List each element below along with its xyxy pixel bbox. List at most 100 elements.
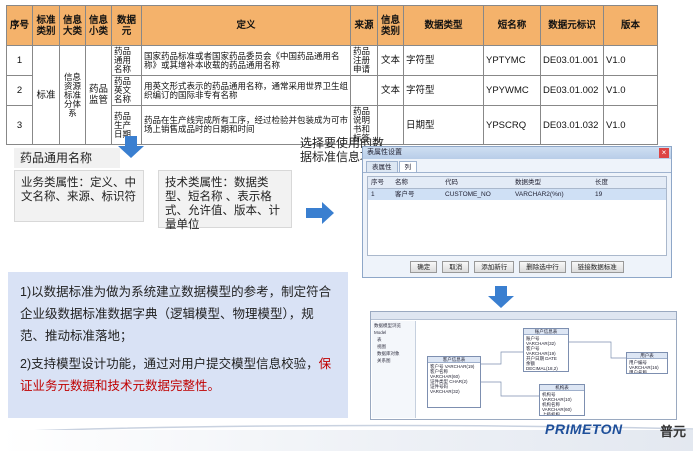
short-name: YPSCRQ: [483, 105, 541, 145]
entity-box[interactable]: 机构表 机构号 VARCHAR(10) 机构名称 VARCHAR(60) 上级机…: [539, 384, 585, 416]
grid-cell: CUSTOME_NO: [445, 191, 491, 198]
header-cell: 信息类别: [377, 5, 404, 46]
header-cell: 来源: [350, 5, 378, 46]
version: V1.0: [603, 75, 658, 106]
tree-item[interactable]: 视图: [377, 344, 386, 349]
definition: 药品在生产线完成所有工序，经过检验并包装成为可市场上销售成品时的日期和时间: [141, 105, 351, 145]
footer-bar: [0, 430, 693, 451]
entity-fields: 客户号 VARCHAR(19) 客户名称 VARCHAR(60) 证件类型 CH…: [430, 364, 475, 394]
delete-row-button[interactable]: 删除选中行: [519, 261, 566, 273]
entity-box[interactable]: 账户信息表 账户号 VARCHAR(32) 客户号 VARCHAR(19) 开户…: [523, 328, 569, 372]
data-element: 药品英文名称: [111, 75, 142, 106]
source: [350, 75, 378, 106]
dialog-title-bar: 表属性设置 ×: [363, 147, 671, 159]
cancel-button[interactable]: 取消: [442, 261, 470, 273]
grid-cell: 客户号: [395, 191, 415, 198]
down-arrow-icon: [488, 286, 514, 308]
header-cell: 数据类型: [403, 5, 484, 46]
business-attributes-box: 业务类属性：定义、中文名称、来源、标识符: [14, 170, 144, 222]
technical-attributes-box: 技术类属性：数据类型、短名称 、表示格式、允许值、版本、计量单位: [158, 170, 292, 231]
description-highlight: 保证业务元数据和技术元数据完整性。: [20, 357, 332, 393]
source: 药品注册申请: [350, 45, 378, 76]
data-element: 药品通用名称: [111, 45, 142, 76]
entity-title: 客户信息表: [428, 357, 480, 363]
dialog-tabs: 表属性 列: [363, 159, 671, 173]
dialog-button-bar: 确定 取消 添加新行 删除选中行 链接数据标准: [363, 259, 671, 273]
table-header-row: 序号 标准类别 信息大类 信息小类 数据元 定义 来源 信息类别 数据类型 短名…: [6, 5, 658, 46]
data-standard-table: 序号 标准类别 信息大类 信息小类 数据元 定义 来源 信息类别 数据类型 短名…: [6, 5, 658, 145]
grid-header-cell: 代码: [445, 179, 458, 186]
entity-fields: 账户号 VARCHAR(32) 客户号 VARCHAR(19) 开户日期 DAT…: [526, 336, 558, 371]
add-row-button[interactable]: 添加新行: [474, 261, 515, 273]
element-id: DE03.01.001: [540, 45, 604, 76]
header-cell: 信息大类: [59, 5, 86, 46]
brand-logo: PRIMETON: [545, 421, 623, 437]
data-type: 字符型: [403, 75, 484, 106]
row-number: 3: [6, 105, 33, 145]
description-panel: 1)以数据标准为做为系统建立数据模型的参考，制定符合企业级数据标准数据字典（逻辑…: [8, 272, 348, 418]
model-toolbar: [371, 312, 676, 320]
tab-table-properties[interactable]: 表属性: [366, 161, 398, 172]
info-big-class: 信息资源标准分体系: [59, 45, 86, 145]
entity-box[interactable]: 用户表 用户编号 VARCHAR(16) 用户名称 VARCHAR(40): [626, 352, 668, 374]
entity-fields: 用户编号 VARCHAR(16) 用户名称 VARCHAR(40): [629, 360, 659, 374]
data-type: 日期型: [403, 105, 484, 145]
element-id: DE03.01.032: [540, 105, 604, 145]
entity-box[interactable]: 客户信息表 客户号 VARCHAR(19) 客户名称 VARCHAR(60) 证…: [427, 356, 481, 408]
header-cell: 标准类别: [32, 5, 60, 46]
grid-cell: 1: [371, 191, 375, 198]
right-arrow-icon: [306, 202, 334, 224]
description-point-2: 2)支持模型设计功能，通过对用户提交模型信息校验，保证业务元数据和技术元数据完整…: [20, 353, 336, 397]
description-point-1: 1)以数据标准为做为系统建立数据模型的参考，制定符合企业级数据标准数据字典（逻辑…: [20, 285, 332, 343]
definition: 用英文形式表示的药品通用名称，通常采用世界卫生组织编订的国际非专有名称: [141, 75, 351, 106]
definition: 国家药品标准或者国家药品委员会《中国药品通用名称》或其增补本收载的药品通用名称: [141, 45, 351, 76]
ok-button[interactable]: 确定: [410, 261, 438, 273]
tree-item[interactable]: 表: [377, 337, 382, 342]
relation-lines: [481, 341, 626, 397]
close-icon[interactable]: ×: [659, 148, 669, 158]
grid-cell: 19: [595, 191, 603, 198]
tree-item[interactable]: Model: [374, 330, 387, 335]
info-class: 文本: [377, 45, 404, 76]
header-cell: 数据元标识: [540, 5, 604, 46]
down-arrow-icon: [118, 136, 144, 158]
header-cell: 信息小类: [85, 5, 112, 46]
table-row: 1 标准 信息资源标准分体系 药品监管 药品通用名称 国家药品标准或者国家药品委…: [6, 45, 658, 145]
header-cell: 序号: [6, 5, 33, 46]
tree-item[interactable]: 关系图: [377, 358, 391, 363]
header-cell: 数据元: [111, 5, 142, 46]
short-name: YPYWMC: [483, 75, 541, 106]
link-standard-button[interactable]: 链接数据标准: [570, 261, 624, 273]
info-class: 文本: [377, 75, 404, 106]
entity-fields: 机构号 VARCHAR(10) 机构名称 VARCHAR(60) 上级机构 VA…: [542, 392, 572, 416]
grid-header-cell: 序号: [371, 179, 384, 186]
column-grid: 序号 名称 代码 数据类型 长度 1 客户号 CUSTOME_NO VARCHA…: [367, 176, 667, 256]
standard-category: 标准: [32, 45, 60, 145]
data-type: 字符型: [403, 45, 484, 76]
grid-header: 序号 名称 代码 数据类型 长度: [368, 177, 666, 189]
tab-columns[interactable]: 列: [398, 161, 417, 172]
entity-title: 用户表: [627, 353, 667, 359]
tree-item[interactable]: 数据库对象: [377, 351, 400, 356]
header-cell: 短名称: [483, 5, 541, 46]
description-point-2-text: 2)支持模型设计功能，通过对用户提交模型信息校验，: [20, 357, 319, 371]
grid-header-cell: 数据类型: [515, 179, 541, 186]
grid-header-cell: 长度: [595, 179, 608, 186]
header-cell: 定义: [141, 5, 351, 46]
model-tree: 数据模型浏览 Model 表 视图 数据库对象 关系图: [372, 321, 416, 418]
element-id: DE03.01.002: [540, 75, 604, 106]
tree-item[interactable]: 数据模型浏览: [374, 323, 401, 328]
data-model-screenshot: 数据模型浏览 Model 表 视图 数据库对象 关系图 客户信息表 客户号 VA…: [370, 311, 677, 420]
version: V1.0: [603, 45, 658, 76]
row-number: 1: [6, 45, 33, 76]
short-name: YPTYMC: [483, 45, 541, 76]
header-cell: 版本: [603, 5, 658, 46]
version: V1.0: [603, 105, 658, 145]
dialog-title: 表属性设置: [367, 149, 402, 156]
grid-row[interactable]: 1 客户号 CUSTOME_NO VARCHAR2(%n) 19: [368, 189, 666, 200]
grid-cell: VARCHAR2(%n): [515, 191, 564, 198]
footer-swoosh: [0, 424, 693, 433]
entity-title: 机构表: [540, 385, 584, 391]
brand-name-cn: 普元: [660, 424, 687, 439]
grid-header-cell: 名称: [395, 179, 408, 186]
